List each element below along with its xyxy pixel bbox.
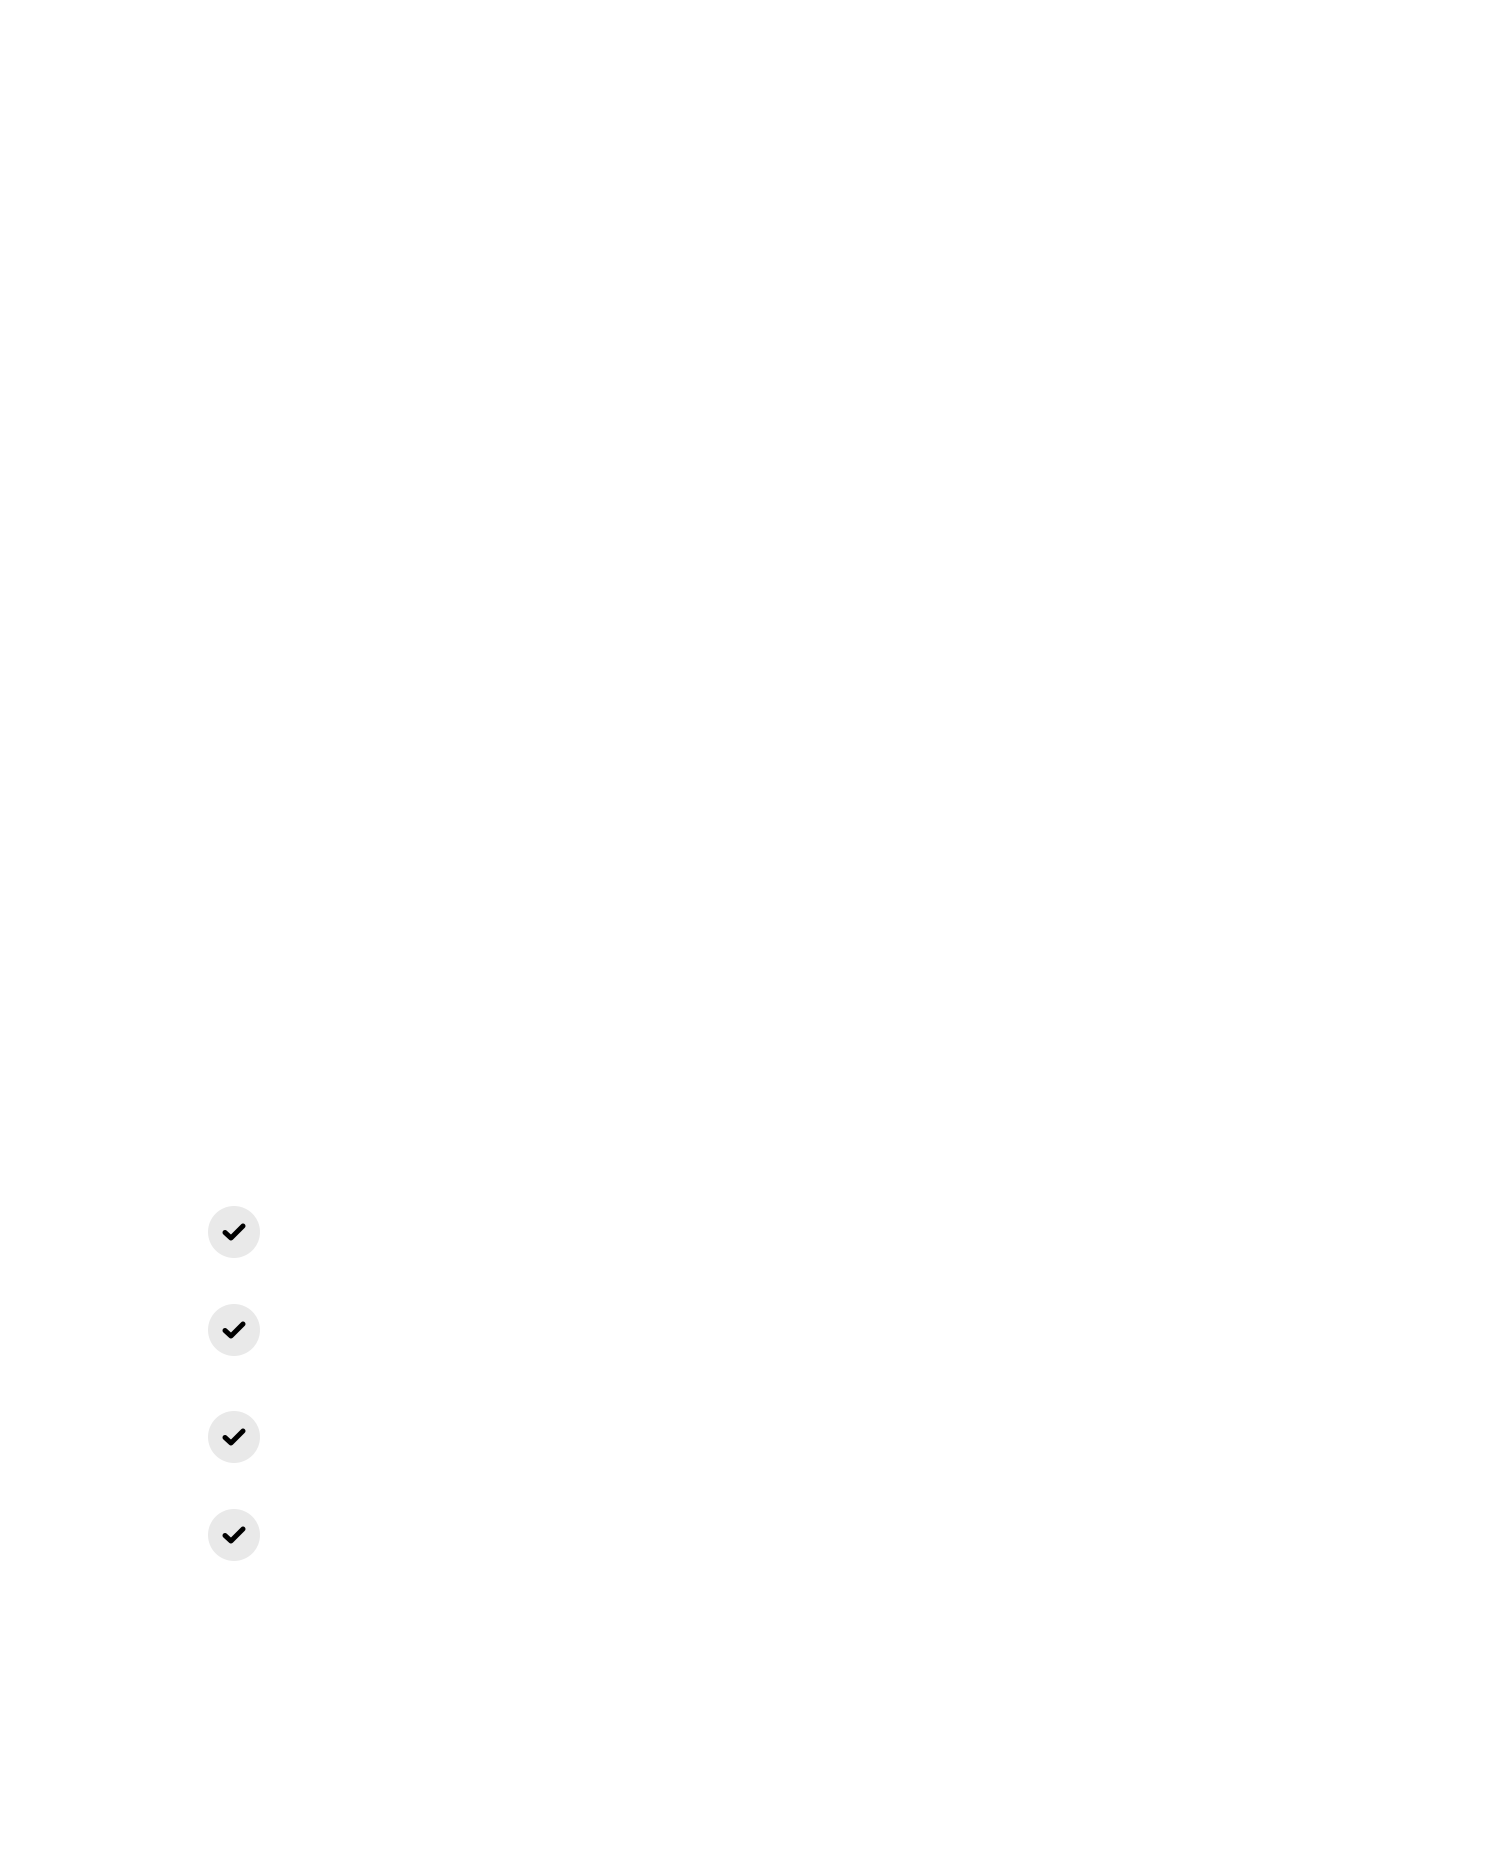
checklist-item bbox=[208, 1411, 260, 1463]
checklist-item bbox=[208, 1509, 260, 1561]
check-icon bbox=[208, 1206, 260, 1258]
check-icon bbox=[208, 1509, 260, 1561]
check-icon bbox=[208, 1304, 260, 1356]
checklist-item bbox=[208, 1304, 260, 1356]
check-icon bbox=[208, 1411, 260, 1463]
checklist-item bbox=[208, 1206, 260, 1258]
